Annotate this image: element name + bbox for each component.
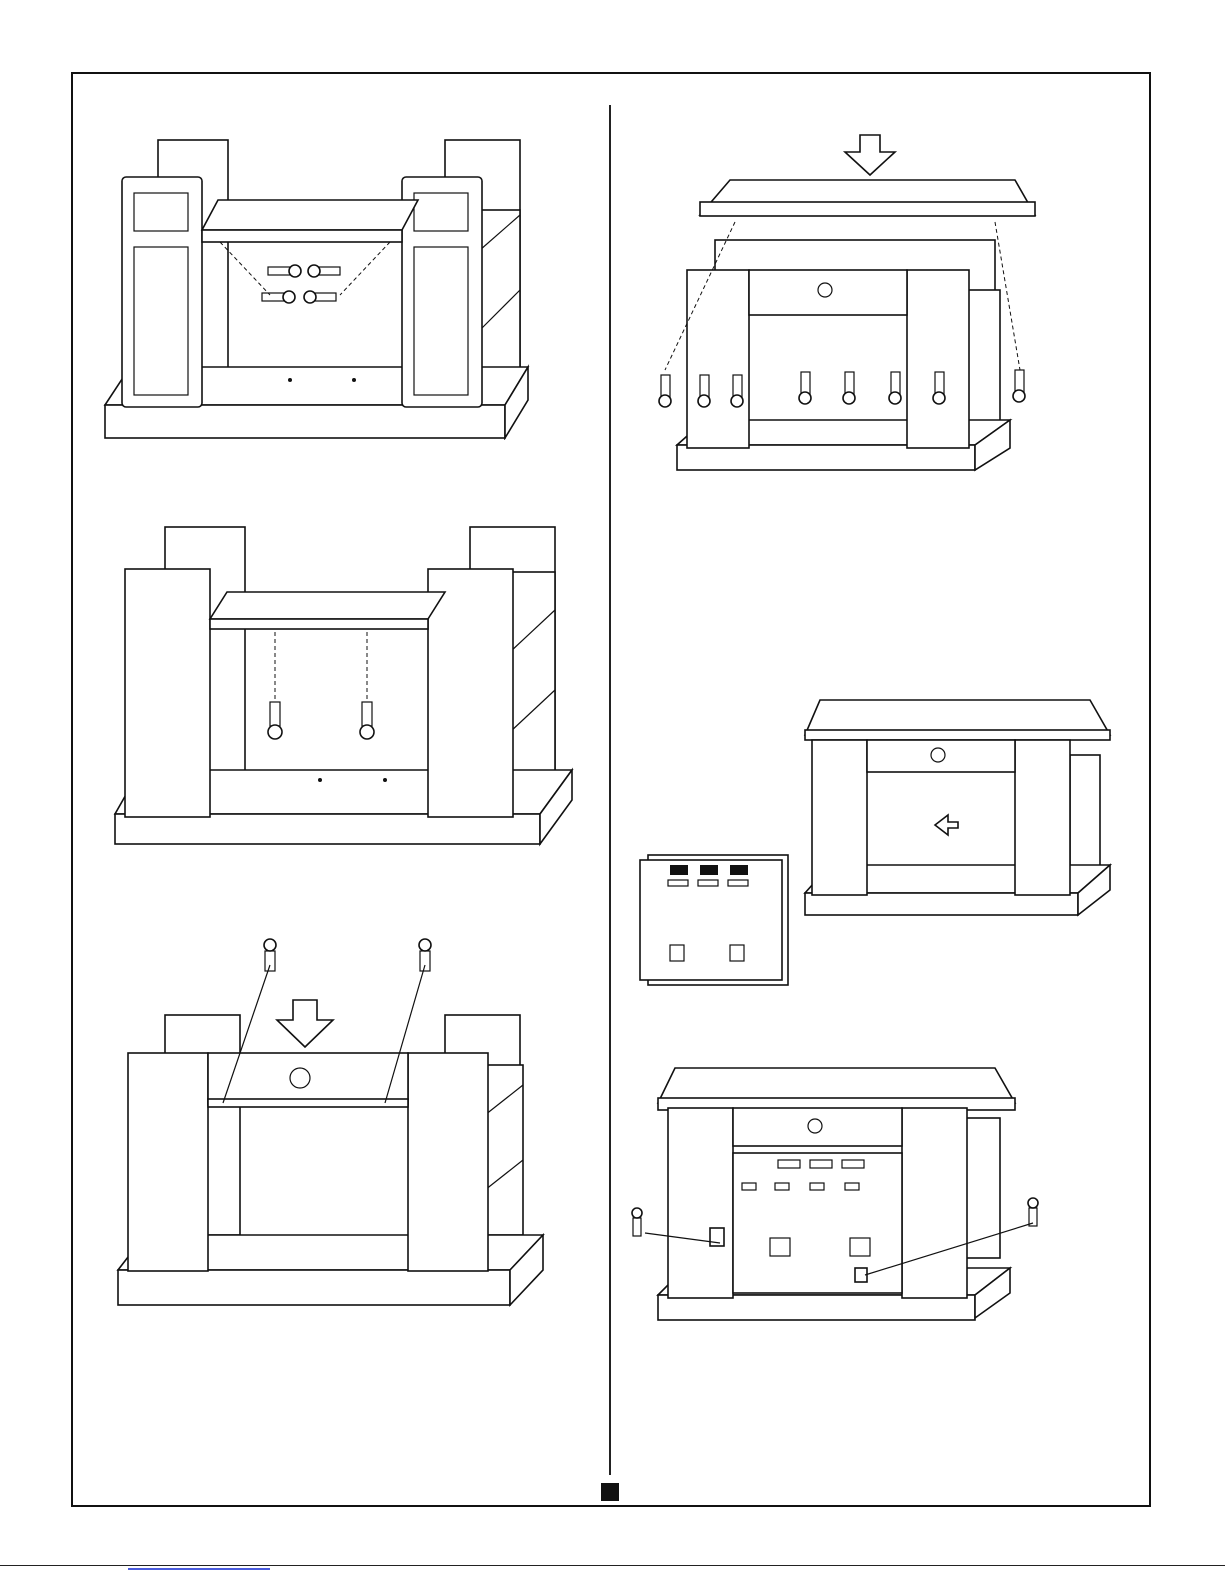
page-number-marker bbox=[601, 1483, 619, 1501]
screw-icon bbox=[262, 265, 340, 303]
arrow-down-icon bbox=[277, 1000, 333, 1047]
screw-icon bbox=[268, 702, 374, 739]
footer-link[interactable] bbox=[128, 1568, 270, 1570]
arrow-down-icon bbox=[845, 135, 895, 175]
step-1-illustration bbox=[100, 135, 540, 440]
page-bottom-rule bbox=[0, 1565, 1225, 1566]
step-6-illustration bbox=[630, 1063, 1050, 1323]
step-3-illustration bbox=[115, 935, 550, 1310]
screw-icon bbox=[264, 939, 431, 971]
column-divider bbox=[609, 105, 611, 1475]
step-4-illustration bbox=[645, 130, 1045, 475]
step-2-illustration bbox=[110, 522, 580, 847]
step-5-illustration bbox=[630, 695, 1115, 990]
